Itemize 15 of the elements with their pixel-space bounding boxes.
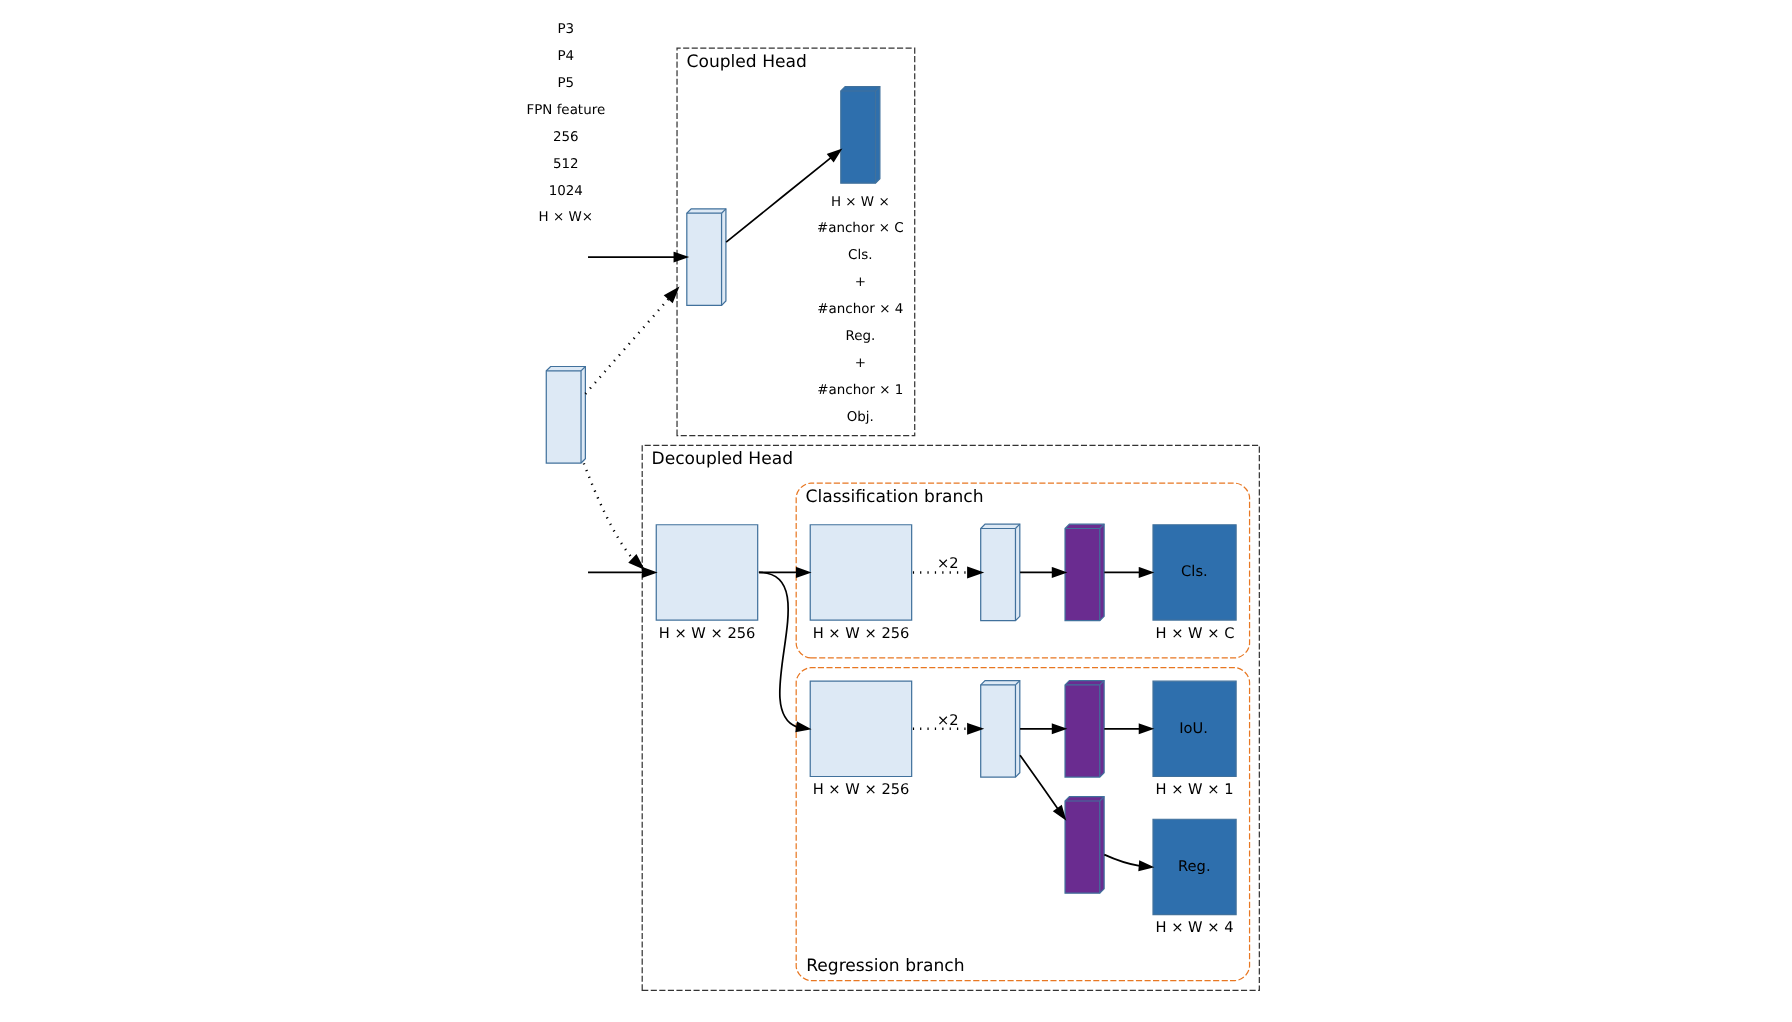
arrow [1018,723,1067,735]
arrow [1102,566,1154,578]
arrow [911,722,984,735]
arrow [911,566,984,579]
arrow [757,571,811,733]
arrow [1102,853,1154,872]
arrow [757,566,811,578]
arrow [586,251,689,263]
arrow [581,462,644,571]
arrow [724,148,842,243]
arrow [1018,566,1067,578]
arrow [1018,754,1066,821]
arrow [583,286,679,395]
arrow [1102,723,1154,735]
arrow [586,554,657,578]
